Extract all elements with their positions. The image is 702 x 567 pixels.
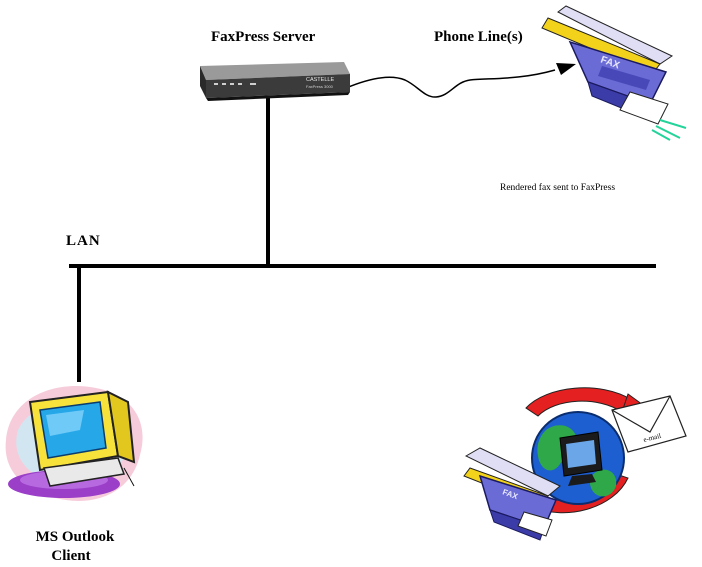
device-model-label: FaxPress 3000 — [306, 84, 334, 89]
phone-line-arrowhead — [556, 63, 576, 75]
computer-icon — [5, 385, 143, 501]
faxpress-server-icon: CASTELLE FaxPress 3000 — [200, 62, 350, 101]
email-globe-icon: e-mail FAX — [463, 387, 687, 541]
phone-lines-label: Phone Line(s) — [434, 29, 523, 45]
outlook-client-label: MS Outlook Client — [20, 528, 130, 566]
outlook-client-label-line2: Client — [51, 548, 91, 564]
faxpress-server-label: FaxPress Server — [211, 29, 316, 45]
lan-label: LAN — [66, 233, 101, 249]
fax-machine-icon: FAX — [541, 5, 687, 141]
outlook-client-label-line1: MS Outlook — [35, 529, 115, 545]
rendered-fax-caption: Rendered fax sent to FaxPress — [500, 183, 616, 193]
device-brand-label: CASTELLE — [306, 77, 334, 83]
phone-line-cable — [345, 69, 556, 98]
